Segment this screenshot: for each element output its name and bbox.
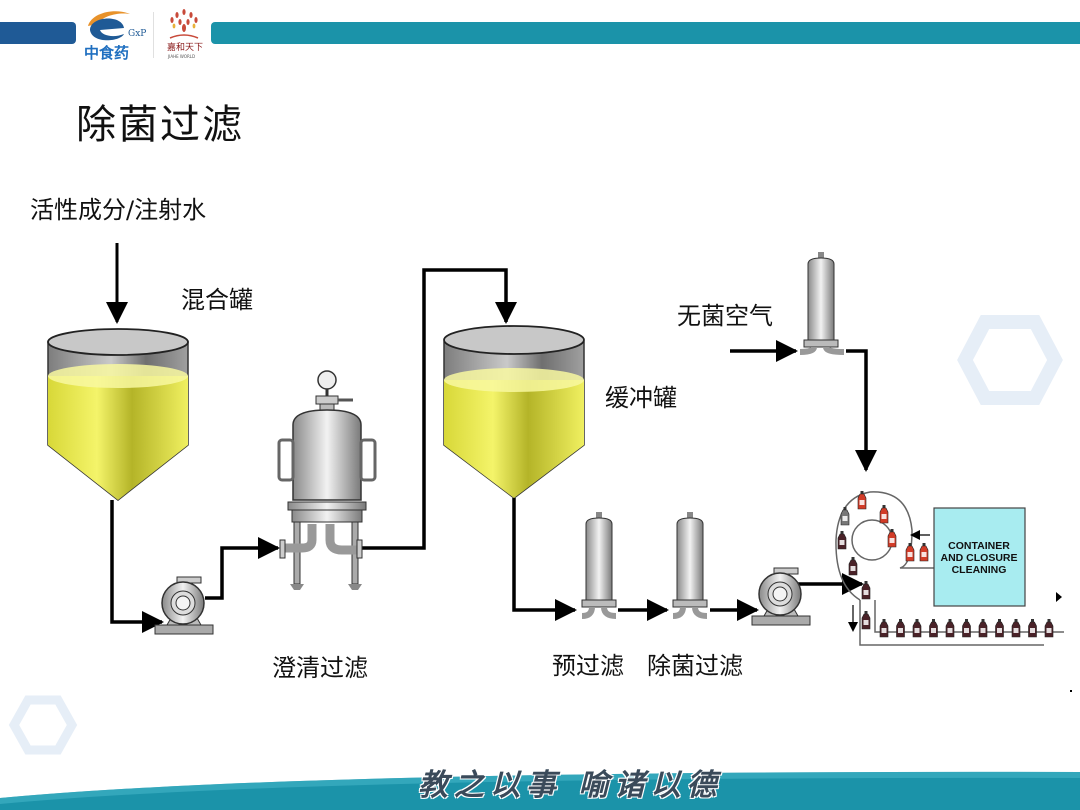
decor-hexagon-left xyxy=(8,695,78,755)
pump-2 xyxy=(751,567,811,626)
conveyor-arrow-icon xyxy=(1056,592,1062,602)
logo-e-icon: GxP 中食药 xyxy=(84,11,146,62)
bottle-icon xyxy=(879,505,889,524)
bottle-icon xyxy=(978,619,988,638)
header-bar-right xyxy=(211,22,1080,44)
bottle-icon xyxy=(861,581,871,600)
cleaning-box-line2: AND CLOSURE xyxy=(940,552,1017,564)
bottle-icon xyxy=(905,543,915,562)
cleaning-box-line1: CONTAINER xyxy=(948,540,1010,552)
label-prefilter: 预过滤 xyxy=(552,652,624,680)
pipe-clarifier-to-buffer xyxy=(362,268,517,550)
logo-zhongshiyao: GxP 中食药 xyxy=(80,6,152,62)
bottle-icon xyxy=(919,543,929,562)
logo-jiahe-sub: JIAHE WORLD xyxy=(167,54,195,59)
pipe-mixing-to-pump xyxy=(110,500,164,633)
prefilter-housing xyxy=(581,512,617,619)
filling-station xyxy=(835,491,1072,692)
clarification-filter xyxy=(277,370,377,590)
decor-dot xyxy=(1070,690,1072,692)
pump-1 xyxy=(154,576,214,635)
pipe-buffer-to-prefilter xyxy=(512,498,577,621)
bottle-icon xyxy=(879,619,889,638)
bottle-icon xyxy=(896,619,905,638)
air-filter-housing xyxy=(799,252,845,355)
sterile-filter-housing xyxy=(672,512,708,619)
bottle-icon xyxy=(1044,619,1054,638)
logo-brand-text: 中食药 xyxy=(84,44,129,62)
bottle-icon xyxy=(1028,619,1037,638)
bottle-icon xyxy=(945,619,955,638)
header-bar-left xyxy=(0,22,76,44)
bottle-icon xyxy=(929,619,938,638)
buffer-tank xyxy=(443,325,585,499)
logo-divider xyxy=(153,12,154,58)
bottle-icon xyxy=(887,529,897,548)
footer-motto: 教之以事 喻诸以德 xyxy=(418,768,723,803)
container-cleaning-box xyxy=(933,507,1026,607)
label-mixing-tank: 混合罐 xyxy=(181,286,253,314)
footer-wave xyxy=(0,771,1080,810)
pipe-pump-to-clarifier xyxy=(205,537,280,600)
bottle-icon xyxy=(912,619,922,638)
air-to-filling-arrow xyxy=(846,349,877,472)
bottle-icon xyxy=(1011,619,1021,638)
bottle-icon xyxy=(962,619,971,638)
bottle-icon xyxy=(840,507,850,526)
bottle-icon xyxy=(848,557,858,576)
decor-hexagon-right xyxy=(957,315,1063,405)
bottle-group xyxy=(837,491,1054,638)
cleaning-box-line3: CLEANING xyxy=(952,564,1007,576)
bottle-icon xyxy=(861,611,871,630)
bottle-icon xyxy=(995,619,1004,638)
logo-gxp-text: GxP xyxy=(128,29,146,39)
logo-tree-icon: 嘉和天下 JIAHE WORLD xyxy=(167,9,203,59)
label-sterile-air: 无菌空气 xyxy=(677,302,773,330)
logo-jiahe: 嘉和天下 JIAHE WORLD xyxy=(160,6,208,62)
logo-jiahe-brand: 嘉和天下 xyxy=(167,41,203,53)
label-clarification: 澄清过滤 xyxy=(272,654,368,682)
slide-title: 除菌过滤 xyxy=(76,102,244,148)
footer-wave-highlight xyxy=(0,771,1080,804)
label-sterile-filter: 除菌过滤 xyxy=(647,652,743,680)
mixing-tank xyxy=(47,328,189,501)
bottle-icon xyxy=(857,491,867,510)
bottle-icon xyxy=(837,531,847,550)
label-input: 活性成分/注射水 xyxy=(30,196,207,224)
label-buffer-tank: 缓冲罐 xyxy=(605,384,677,412)
